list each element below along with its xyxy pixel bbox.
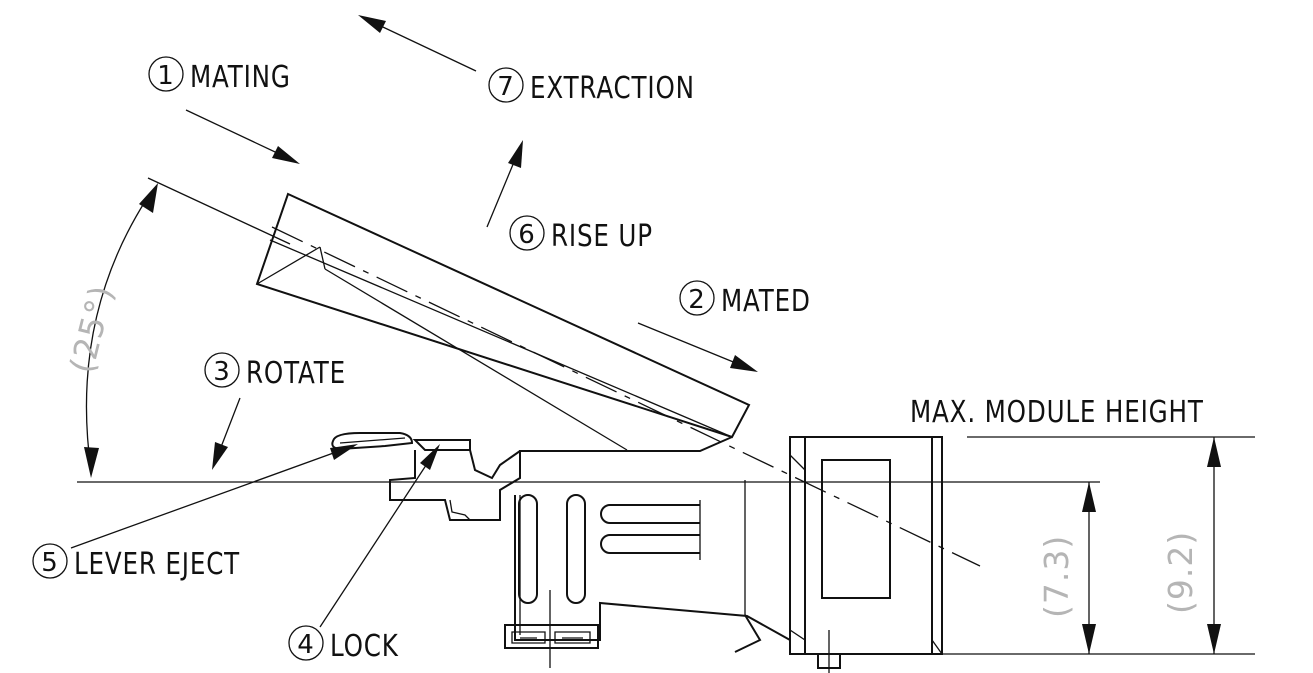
contact-pins [600,480,762,653]
height-low-text: (7.3) [1037,535,1076,618]
lever-eject-leader [70,444,358,549]
lock-leader [319,444,440,628]
label-rise-up: 6 RISE UP [509,215,653,254]
step-number-4: 4 [297,630,315,660]
label-rotate: 3 ROTATE [204,352,346,391]
height-max-text: (9.2) [1161,531,1200,614]
step-number-5: 5 [41,548,59,578]
label-lock: 4 LOCK [288,625,399,664]
mated-arrow [637,322,758,372]
step-number-3: 3 [213,357,231,387]
step-number-6: 6 [518,220,536,250]
max-module-height-label: MAX. MODULE HEIGHT [910,396,1204,430]
height-dimension-low: (7.3) [1037,482,1096,654]
height-dimension-max: (9.2) [1161,437,1221,654]
extraction-arrow [358,15,477,72]
rotate-label: ROTATE [246,357,346,391]
mating-arrow [185,109,300,164]
lever-eject-label: LEVER EJECT [74,548,240,582]
rise-up-arrow [486,140,523,228]
connector-body [389,436,791,668]
mating-label: MATING [190,61,291,95]
step-number-1: 1 [157,61,175,91]
rotate-arrow [212,397,241,470]
lock-label: LOCK [330,630,399,664]
step-number-7: 7 [497,72,515,102]
label-lever-eject: 5 LEVER EJECT [32,543,240,582]
label-extraction: 7 EXTRACTION [488,67,695,106]
label-mating: 1 MATING [148,56,291,95]
rise-up-label: RISE UP [551,220,653,254]
angled-reference-line [147,177,291,245]
angle-dimension: (25°) [62,183,158,478]
connector-housing [789,436,943,673]
extraction-label: EXTRACTION [530,72,695,106]
mated-label: MATED [721,285,811,319]
lever-latch [331,432,471,451]
step-number-2: 2 [688,285,706,315]
angle-dimension-text: (25°) [62,281,121,377]
label-mated: 2 MATED [679,280,811,319]
